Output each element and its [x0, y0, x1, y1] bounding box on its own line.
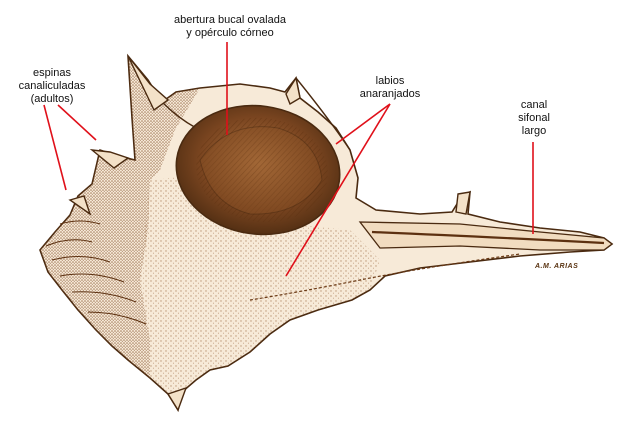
- leader-labios-1: [335, 103, 391, 145]
- spine-2: [285, 76, 301, 106]
- aperture: [175, 104, 341, 236]
- label-abertura-line-1: abertura bucal ovalada: [174, 14, 286, 26]
- operculum: [199, 126, 323, 215]
- label-canal-line-1: canal: [520, 99, 548, 111]
- label-abertura-line-2: y opérculo córneo: [186, 27, 274, 39]
- label-abertura-bucal: abertura bucal ovalada y opérculo córneo: [170, 14, 290, 40]
- label-espinas: espinas canaliculadas (adultos): [8, 67, 96, 106]
- body-shading: [140, 175, 380, 410]
- spine-3: [89, 149, 130, 169]
- label-espinas-line-1: espinas: [33, 67, 71, 79]
- leader-espinas-1: [43, 104, 67, 191]
- spire-whorls: [45, 220, 147, 325]
- label-espinas-line-3: (adultos): [30, 93, 74, 105]
- spine-5: [455, 191, 471, 215]
- spine-6: [166, 386, 188, 412]
- label-labios-line-2: anaranjados: [359, 88, 421, 100]
- spire-shading: [40, 150, 150, 378]
- label-labios: labios anaranjados: [350, 75, 430, 101]
- spines: [68, 55, 471, 412]
- spine-1: [127, 55, 170, 112]
- spine-4: [68, 195, 92, 216]
- leader-espinas-2: [57, 104, 97, 141]
- label-canal-line-2: sifonal: [518, 112, 550, 124]
- label-espinas-line-2: canaliculadas: [18, 80, 86, 92]
- artist-signature: A.M. ARIAS: [535, 263, 579, 270]
- label-labios-line-1: labios: [375, 75, 405, 87]
- label-canal-sifonal: canal sifonal largo: [510, 99, 558, 138]
- siphonal-canal: [358, 221, 614, 251]
- leader-lines: [43, 42, 534, 277]
- lower-lip-ridge: [249, 253, 521, 301]
- label-canal-line-3: largo: [521, 125, 547, 137]
- leader-labios-2: [285, 103, 391, 277]
